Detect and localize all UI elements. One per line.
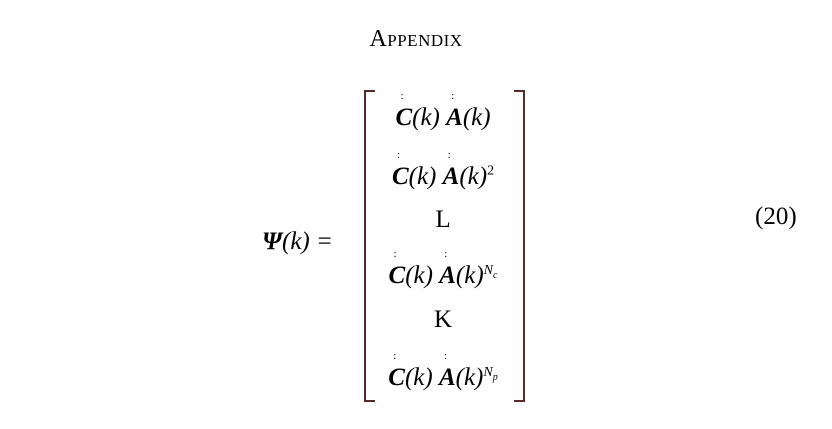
matrix-row-ellipsis-K: K [433,306,453,333]
equation-lhs: Ψ(k) = [262,228,333,256]
matrix-row-2: C(k) A(k)2 [372,163,514,191]
section-heading: Appendix [369,26,463,52]
matrix-row-ellipsis-L: L [435,206,451,233]
right-bracket [514,90,525,402]
equation-number: (20) [755,203,797,230]
lhs-arg: (k) = [282,228,333,255]
psi-symbol: Ψ [262,228,282,255]
matrix-row-6: C(k) A(k)Np [372,364,514,392]
left-bracket [364,90,375,402]
matrix-row-4: C(k) A(k)Nc [372,262,514,290]
matrix-row-1: C(k) A(k) [372,104,514,132]
